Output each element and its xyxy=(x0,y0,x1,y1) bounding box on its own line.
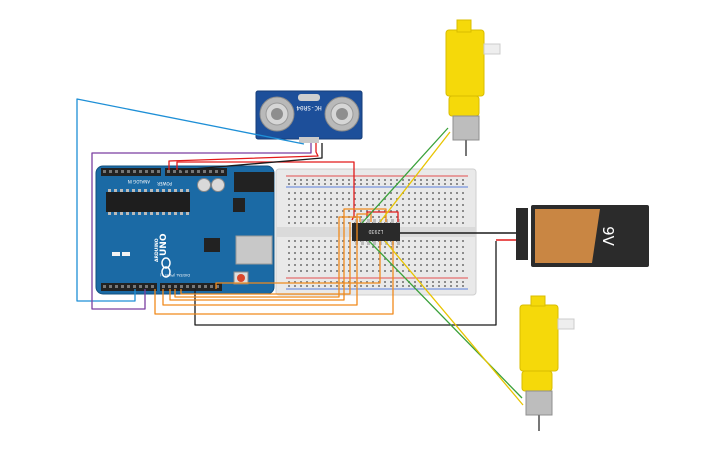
arduino-uno[interactable]: ANALOG IN POWER UNO ARDUINO DIGITAL (PWM… xyxy=(95,165,275,295)
power-label: POWER xyxy=(157,181,172,186)
uno-label: UNO xyxy=(159,233,169,256)
battery-label: 9V xyxy=(599,226,617,247)
wire-orange-6[interactable] xyxy=(215,241,381,289)
power-jack xyxy=(234,172,274,192)
wire-orange-5[interactable] xyxy=(154,241,394,315)
arduino-brand-label: ARDUINO xyxy=(154,238,160,262)
arduino-infinity-logo xyxy=(161,257,171,278)
wire-green-top[interactable] xyxy=(361,127,449,224)
dc-motor-bottom[interactable] xyxy=(519,295,575,431)
wire-orange-1[interactable] xyxy=(162,213,372,306)
wire-black-ground[interactable] xyxy=(194,241,497,326)
atmega-chip xyxy=(106,192,190,212)
wires xyxy=(76,98,524,406)
analog-in-label: ANALOG IN xyxy=(128,179,150,184)
capacitor xyxy=(211,178,225,192)
breadboard-holes xyxy=(288,179,464,287)
sensor-pins xyxy=(299,137,319,143)
wire-purple[interactable] xyxy=(91,143,312,310)
sensor-label: HC-SR04 xyxy=(296,104,322,111)
ultrasonic-sensor[interactable]: HC-SR04 xyxy=(255,90,363,143)
usb-port xyxy=(235,235,273,265)
wire-red-sensor[interactable] xyxy=(168,143,319,170)
wire-black-sensor[interactable] xyxy=(180,143,323,171)
header-pins xyxy=(103,170,224,288)
battery-9v[interactable]: 9V xyxy=(516,205,649,267)
capacitor xyxy=(197,178,211,192)
wire-yellow-top[interactable] xyxy=(379,131,451,223)
digital-label: DIGITAL (PWM ~) xyxy=(159,273,190,277)
dc-motor-top[interactable] xyxy=(445,19,501,156)
driver-label: L293D xyxy=(368,228,383,234)
wire-green-bottom[interactable] xyxy=(368,240,523,399)
wire-blue[interactable] xyxy=(76,98,305,302)
wire-yellow-bottom[interactable] xyxy=(384,240,524,406)
wire-orange-4[interactable] xyxy=(180,222,351,295)
wire-orange-3[interactable] xyxy=(174,216,361,298)
wire-orange-2[interactable] xyxy=(169,208,387,301)
